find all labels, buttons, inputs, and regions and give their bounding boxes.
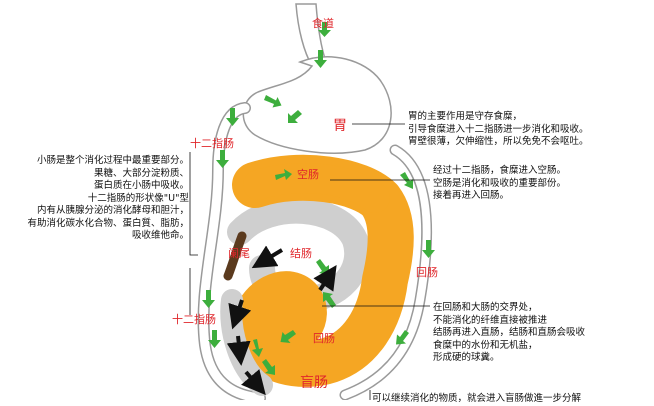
note-line: 果糖、大部分淀粉质、 [93, 167, 189, 179]
note-bottom: 可以继续消化的物质，就会进入盲肠做進一步分解 [372, 393, 581, 406]
green-arrows [202, 22, 435, 375]
note-line: 接着再进入回肠。 [433, 190, 510, 201]
note-line: 吸收维他命。 [131, 230, 189, 241]
label-colon: 结肠 [290, 247, 312, 260]
note-line: 食糜中的水份和无机盐， [433, 339, 538, 351]
note-line: 空肠是消化和吸收的重要部份。 [433, 177, 567, 189]
note-line: 内有从胰腺分泌的消化酵母和胆汁， [36, 205, 189, 216]
label-jejunum: 空肠 [297, 168, 319, 181]
black-arrows [226, 245, 337, 396]
note-line: 有助消化碳水化合物、蛋白質、脂肪， [27, 217, 189, 229]
label-duodenum-upper: 十二指肠 [190, 137, 234, 150]
leader-lines [189, 123, 430, 400]
label-ileum-right: 回肠 [416, 266, 438, 279]
note-line: 胃壁很薄，欠伸缩性，所以免免不会呕吐。 [408, 136, 589, 147]
note-line: 在回肠和大肠的交界处， [433, 302, 538, 313]
note-line: 结肠再进入直肠，结肠和直肠会吸收 [433, 327, 586, 338]
note-ileocecal: 在回肠和大肠的交界处， 不能消化的纤维直接被推进 结肠再进入直肠，结肠和直肠会吸… [433, 302, 585, 365]
note-line: 蛋白质在小肠中吸收。 [93, 180, 189, 191]
appendix-shape [223, 231, 247, 281]
note-small-intestine: 小肠是整个消化过程中最重要部分。 果糖、大部分淀粉质、 蛋白质在小肠中吸收。 十… [27, 155, 189, 243]
stomach-shape [242, 56, 392, 154]
note-line: 小肠是整个消化过程中最重要部分。 [36, 155, 189, 166]
note-line: 不能消化的纤维直接被推进 [433, 314, 548, 326]
note-line: 胃的主要作用是守存食糜， [408, 111, 523, 122]
note-line: 可以继续消化的物质，就会进入盲肠做進一步分解 [372, 393, 582, 404]
label-cecum: 盲肠 [300, 375, 328, 391]
note-line: 经过十二指肠，食糜进入空肠。 [433, 165, 567, 176]
note-line: 引导食糜进入十二指肠进一步消化和吸收。 [408, 123, 589, 135]
note-stomach: 胃的主要作用是守存食糜， 引导食糜进入十二指肠进一步消化和吸收。 胃壁很薄，欠伸… [408, 111, 589, 149]
label-ileum: 回肠 [313, 332, 335, 345]
label-appendix: 阑尾 [228, 247, 250, 260]
note-jejunum: 经过十二指肠，食糜进入空肠。 空肠是消化和吸收的重要部份。 接着再进入回肠。 [433, 165, 566, 203]
label-duodenum-lower: 十二指肠 [172, 313, 216, 326]
note-line: 形成硬的球糞。 [433, 352, 500, 363]
label-esophagus: 食道 [312, 17, 334, 30]
note-line: 十二指肠的形状像"U"型 [87, 192, 189, 204]
label-stomach: 胃 [333, 118, 347, 134]
